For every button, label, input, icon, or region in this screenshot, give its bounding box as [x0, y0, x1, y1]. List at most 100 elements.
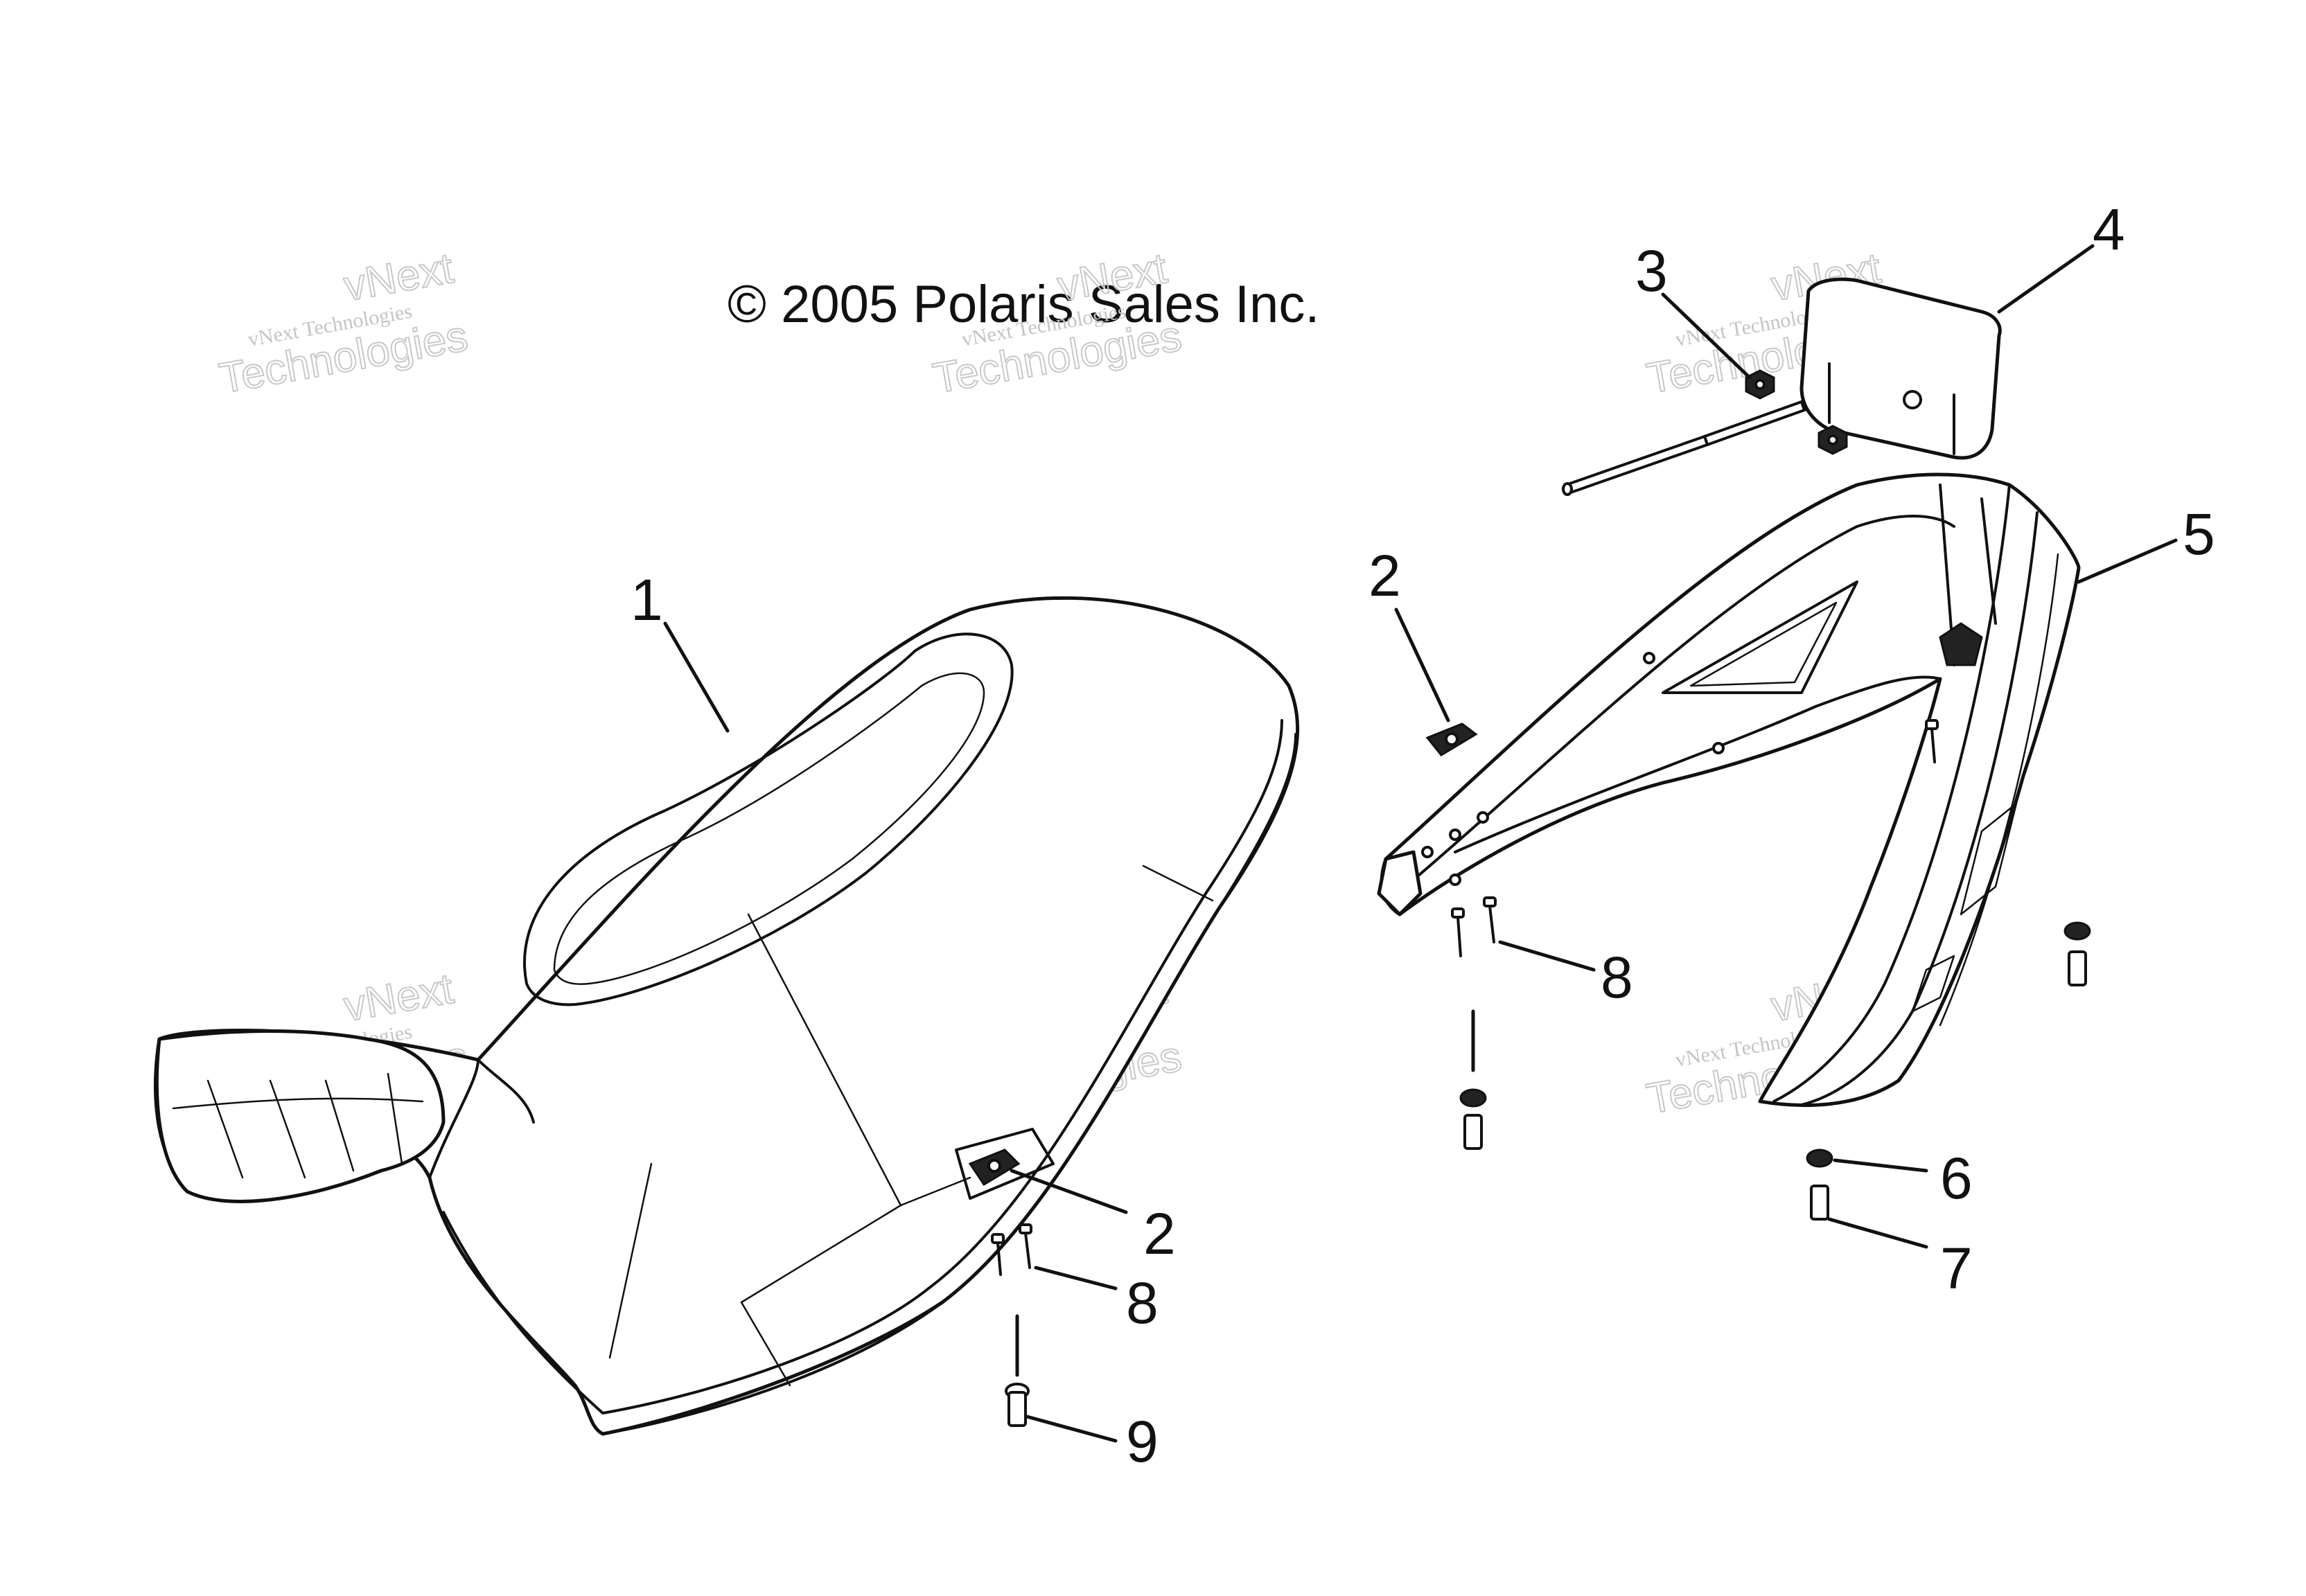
bolt-shaft — [1463, 1114, 1483, 1150]
rack-inner-edge — [1412, 515, 1955, 881]
latch-hole — [987, 1159, 1001, 1173]
rack-bracket — [1939, 622, 1983, 666]
watermark: vNext Technologies vNext Technologies — [929, 244, 1186, 404]
seat — [153, 596, 1299, 1436]
callout-washer: 6 — [1940, 1146, 1973, 1211]
seat-well-rib — [206, 1079, 244, 1179]
bolt-shaft — [1810, 1185, 1829, 1221]
seat-well-rib — [324, 1079, 355, 1172]
bolt-shaft — [2068, 950, 2087, 986]
seat-well-lip — [172, 1097, 424, 1110]
washer-bolt-right — [2063, 921, 2091, 986]
bolt-seat — [1005, 1314, 1030, 1427]
seat-well-rib — [269, 1079, 306, 1179]
callout-screw-seat: 8 — [1126, 1270, 1159, 1336]
washer-bolt-left — [1459, 1009, 1487, 1150]
callout-labels: 1 2 2 3 4 5 6 7 8 8 9 — [631, 197, 2215, 1474]
screw-shaft — [1930, 727, 1936, 763]
screw-shaft — [1488, 905, 1495, 943]
rack-rail — [1800, 511, 2039, 1106]
watermark: vNext Technologies vNext Technologies — [215, 244, 472, 404]
washer-part — [1806, 1149, 1833, 1168]
nut-hole — [1754, 379, 1766, 390]
seat-front-opening — [428, 1058, 535, 1179]
seat-seam — [747, 913, 902, 1207]
callout-seat: 1 — [631, 567, 663, 632]
screw-rack — [1451, 896, 1497, 957]
rack-inner-edge — [1454, 675, 1942, 853]
screw-shaft — [996, 1241, 1002, 1276]
leader-screw-seat — [1034, 1266, 1118, 1291]
rack-hole — [1449, 874, 1461, 886]
leader-latch-seat — [1010, 1169, 1128, 1214]
rear-rack — [1377, 472, 2081, 1108]
rack-side-panel-inner — [1689, 601, 1838, 687]
rack-hole — [1477, 811, 1489, 824]
seat-seam — [608, 1162, 653, 1359]
callout-nut-box: 3 — [1635, 238, 1668, 303]
seat-backrest — [522, 632, 1014, 1007]
watermark-vnext: vNext — [340, 245, 457, 310]
seat-seam — [899, 1176, 971, 1207]
rack-hole — [1421, 846, 1434, 858]
box-front — [1799, 334, 2001, 460]
screw-seat — [991, 1223, 1032, 1276]
leader-latch-rack — [1394, 608, 1450, 722]
latch-seat — [968, 1149, 1021, 1187]
seat-well-rib — [387, 1072, 403, 1165]
rack-end-foot — [1377, 850, 1423, 916]
rack-outline — [1380, 472, 2081, 1108]
nut-hole — [1827, 434, 1838, 445]
seat-latch-recess — [955, 1128, 1055, 1200]
leader-nut-box — [1661, 292, 1752, 380]
copyright-text: © 2005 Polaris Sales Inc. — [728, 275, 1319, 334]
box-rod — [1702, 400, 1806, 447]
leader-lines — [663, 244, 2178, 1443]
seat-bottom-rim — [601, 733, 1297, 1435]
leader-screw-rack — [1498, 940, 1596, 972]
leader-washer — [1833, 1158, 1928, 1173]
rack-hole — [1712, 742, 1725, 754]
leader-storage-box — [1997, 244, 2095, 314]
callout-latch-rack: 2 — [1368, 543, 1401, 608]
box-lid-edge — [1828, 362, 1955, 455]
rack-hole — [1643, 652, 1655, 664]
box-rod — [1564, 434, 1709, 495]
screw-shaft — [1024, 1232, 1031, 1269]
screw-rack-inner — [1925, 719, 1939, 763]
box-rod-end — [1562, 482, 1573, 496]
seat-backrest-inner — [553, 672, 985, 985]
leader-rear-rack — [2077, 538, 2178, 584]
storage-box — [1562, 277, 2002, 496]
callout-screw-rack: 8 — [1601, 945, 1633, 1010]
leader-bolt-rack — [1827, 1217, 1928, 1249]
rack-hole — [1449, 828, 1461, 841]
seat-seam — [1142, 864, 1214, 902]
latch-hole — [1445, 732, 1459, 746]
box-knob — [1903, 390, 1922, 409]
callout-latch-seat: 2 — [1143, 1201, 1176, 1266]
leader-seat — [663, 621, 730, 733]
bolt-rack — [1810, 1185, 1829, 1221]
seat-lower-rim — [442, 719, 1283, 1415]
bolt-shaft — [1007, 1391, 1027, 1427]
rack-side-panel — [1662, 580, 1858, 694]
latch-rack — [1425, 722, 1478, 756]
watermark-vnext: vNext — [340, 965, 457, 1031]
callout-bolt-rack: 7 — [1940, 1236, 1973, 1301]
washer — [1459, 1088, 1487, 1108]
screw-shaft — [1456, 916, 1462, 957]
nut-box — [1745, 369, 1848, 455]
seat-seam — [740, 1301, 791, 1387]
rack-rail-groove — [1939, 553, 2059, 1027]
rack-rail-groove — [1911, 955, 1955, 1013]
callout-rear-rack: 5 — [2183, 502, 2215, 567]
callout-bolt-seat: 9 — [1126, 1409, 1159, 1474]
leader-bolt-seat — [1025, 1415, 1118, 1443]
washer — [2063, 921, 2091, 941]
rack-rail-groove — [1960, 802, 2018, 916]
seat-seam — [740, 1204, 902, 1304]
washer — [1806, 1149, 1833, 1168]
seat-front-well — [155, 1029, 446, 1203]
